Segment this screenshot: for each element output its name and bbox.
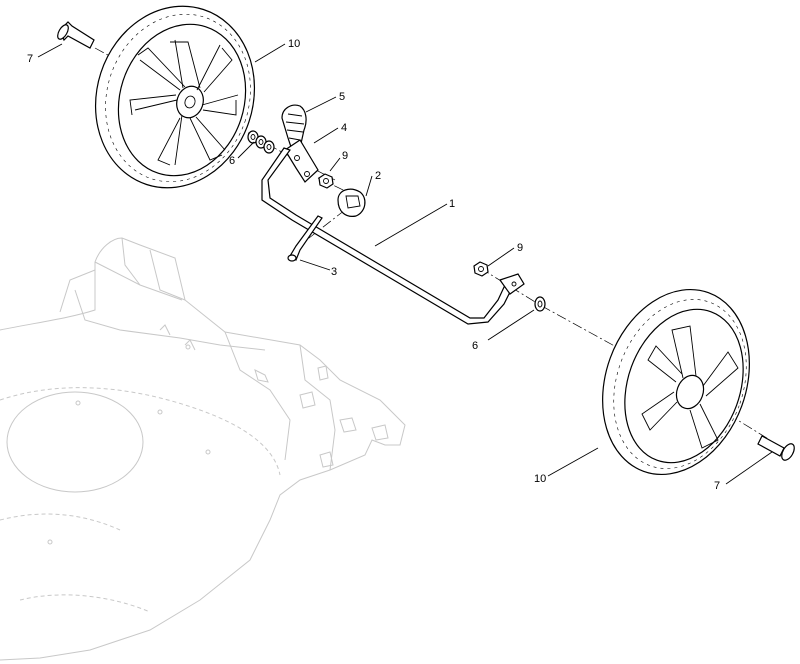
right-bolt xyxy=(757,435,795,461)
callout-washer-right: 6 xyxy=(472,340,478,352)
callout-bushing: 2 xyxy=(375,170,381,182)
callout-nut-lower: 9 xyxy=(517,242,523,254)
callout-nut-upper: 9 xyxy=(342,150,348,162)
lever-knob xyxy=(281,104,307,151)
callout-bracket: 4 xyxy=(341,122,347,134)
left-washers xyxy=(247,130,275,154)
right-wheel xyxy=(602,288,750,476)
bushing xyxy=(337,188,366,217)
left-bolt xyxy=(57,21,95,49)
screw xyxy=(287,215,323,262)
leader-lines xyxy=(37,43,773,485)
right-washer xyxy=(534,296,546,312)
nut-upper xyxy=(318,173,334,189)
height-bracket xyxy=(284,139,319,183)
callout-bolt-right: 7 xyxy=(714,480,720,492)
callout-screw: 3 xyxy=(331,266,337,278)
callout-bolt-left: 7 xyxy=(27,53,33,65)
callout-washers-left: 6 xyxy=(229,155,235,167)
callout-wheel-right: 10 xyxy=(534,473,546,485)
mower-deck-outline xyxy=(0,237,406,661)
nut-lower xyxy=(473,261,489,277)
axle-rod xyxy=(261,147,525,325)
callout-axle-rod: 1 xyxy=(449,198,455,210)
left-wheel xyxy=(94,5,256,189)
callout-lever-knob: 5 xyxy=(339,91,345,103)
callout-wheel-left: 10 xyxy=(288,38,300,50)
callout-labels: 7 10 5 4 6 9 2 1 3 9 6 10 7 xyxy=(27,38,720,492)
